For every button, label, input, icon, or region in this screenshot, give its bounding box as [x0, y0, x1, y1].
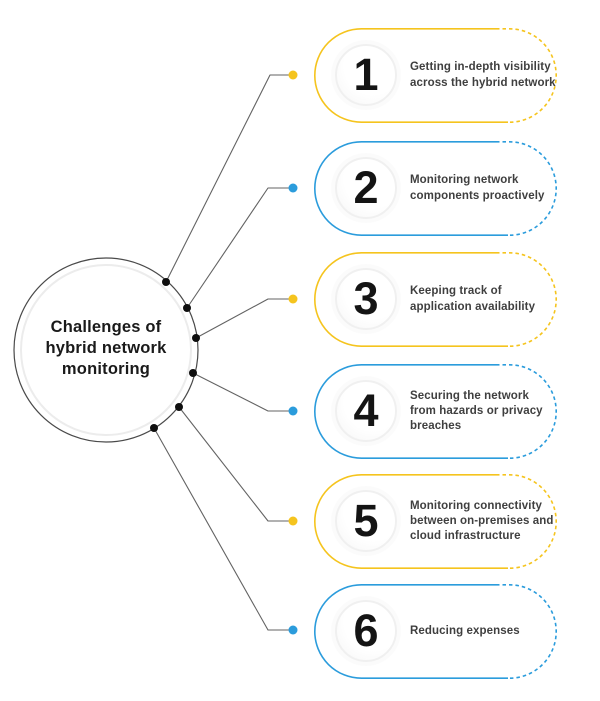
- challenge-card-1: 1 Getting in-depth visibility across the…: [314, 28, 557, 123]
- card-text-line: across the hybrid network: [410, 76, 556, 89]
- challenge-card-3: 3 Keeping track of application availabil…: [314, 252, 557, 347]
- card-text-line: Monitoring connectivity: [410, 499, 542, 512]
- anchor-dot-3: [192, 334, 200, 342]
- anchor-dot-6: [150, 424, 158, 432]
- card-text-line: Securing the network: [410, 389, 529, 402]
- card-text-2: Monitoring network components proactivel…: [410, 141, 550, 236]
- card-border-2: [314, 141, 557, 236]
- challenge-card-5: 5 Monitoring connectivity between on-pre…: [314, 474, 557, 569]
- number-badge-5: 5: [335, 490, 397, 552]
- connector-lines: [153, 74, 292, 631]
- card-text-1: Getting in-depth visibility across the h…: [410, 28, 556, 123]
- connector-dot-2: [288, 183, 298, 193]
- connector-dot-1: [288, 70, 298, 80]
- card-text-line: cloud infrastructure: [410, 530, 521, 543]
- anchor-dot-1: [162, 278, 170, 286]
- hub-title: Challenges of hybrid network monitoring: [26, 317, 186, 380]
- card-text-3: Keeping track of application availabilit…: [410, 252, 550, 347]
- card-border-4: [314, 364, 557, 459]
- number-6: 6: [353, 604, 379, 656]
- connector-dot-5: [288, 516, 298, 526]
- number-5: 5: [353, 494, 379, 546]
- hub-title-line-2: hybrid network: [45, 339, 167, 358]
- card-text-line: Reducing expenses: [410, 624, 520, 637]
- hub-circle: [13, 257, 199, 443]
- number-badge-3: 3: [335, 268, 397, 330]
- card-text-line: from hazards or privacy: [410, 404, 543, 417]
- connector-line-1: [165, 74, 292, 283]
- card-text-line: between on-premises and: [410, 514, 554, 527]
- card-border-6: [314, 584, 557, 679]
- connector-dot-4: [288, 406, 298, 416]
- anchor-dots: [150, 278, 200, 432]
- number-badge-6: 6: [335, 600, 397, 662]
- card-border-solid: [314, 28, 508, 123]
- number-badge-2: 2: [335, 157, 397, 219]
- number-1: 1: [353, 48, 379, 100]
- card-border-dashed: [496, 474, 557, 569]
- card-border-solid: [314, 474, 508, 569]
- connector-line-3: [195, 298, 292, 339]
- anchor-dot-2: [183, 304, 191, 312]
- hub-title-line-3: monitoring: [61, 360, 151, 379]
- card-border-solid: [314, 141, 508, 236]
- number-badge-1: 1: [335, 44, 397, 106]
- card-text-line: Keeping track of: [410, 285, 502, 298]
- card-border-dashed: [496, 584, 557, 679]
- card-text-line: Monitoring network: [410, 174, 519, 187]
- number-2: 2: [353, 161, 379, 213]
- anchor-dot-5: [175, 403, 183, 411]
- connector-line-5: [178, 406, 292, 522]
- card-border-dashed: [496, 28, 557, 123]
- card-text-6: Reducing expenses: [410, 584, 550, 679]
- hub-circle-inner-ring: [20, 264, 192, 436]
- card-border-3: [314, 252, 557, 347]
- connector-line-4: [192, 372, 292, 412]
- card-border-solid: [314, 584, 508, 679]
- card-text-line: components proactively: [410, 189, 545, 202]
- card-text-4: Securing the network from hazards or pri…: [410, 364, 550, 459]
- card-border-5: [314, 474, 557, 569]
- card-border-1: [314, 28, 557, 123]
- challenge-card-4: 4 Securing the network from hazards or p…: [314, 364, 557, 459]
- connector-dot-3: [288, 294, 298, 304]
- card-border-dashed: [496, 141, 557, 236]
- card-border-solid: [314, 364, 508, 459]
- connector-dot-6: [288, 625, 298, 635]
- card-border-dashed: [496, 252, 557, 347]
- card-text-line: application availability: [410, 300, 536, 313]
- connector-line-2: [186, 187, 292, 309]
- card-border-solid: [314, 252, 508, 347]
- anchor-dot-4: [189, 369, 197, 377]
- hub-title-line-1: Challenges of: [50, 318, 162, 336]
- card-text-line: breaches: [410, 420, 462, 433]
- card-text-line: Getting in-depth visibility: [410, 61, 551, 74]
- number-3: 3: [353, 272, 379, 324]
- number-4: 4: [353, 384, 379, 436]
- card-border-dashed: [496, 364, 557, 459]
- number-badge-4: 4: [335, 380, 397, 442]
- card-text-5: Monitoring connectivity between on-premi…: [410, 474, 554, 569]
- challenge-card-6: 6 Reducing expenses: [314, 584, 557, 679]
- connector-line-6: [153, 427, 292, 631]
- challenge-card-2: 2 Monitoring network components proactiv…: [314, 141, 557, 236]
